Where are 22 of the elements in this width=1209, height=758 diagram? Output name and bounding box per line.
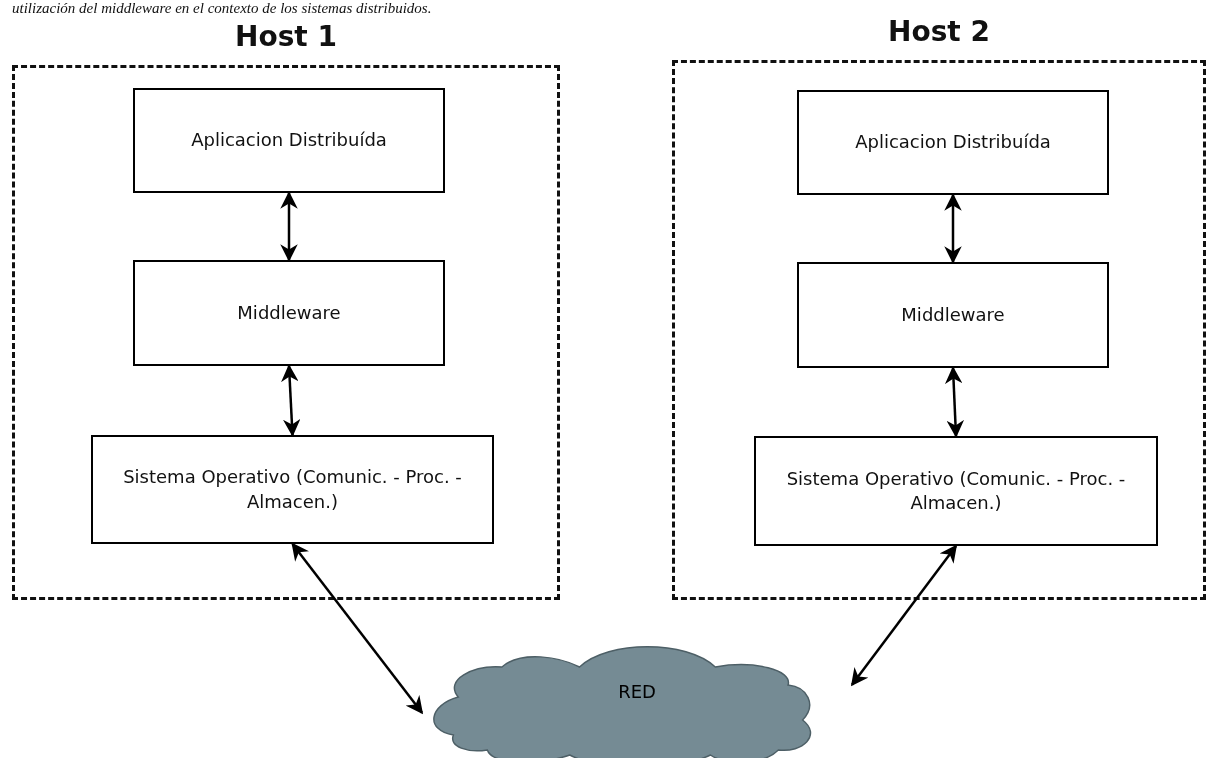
process-box bbox=[133, 260, 445, 366]
box-label: Aplicacion Distribuída bbox=[191, 128, 387, 153]
box-label: Middleware bbox=[237, 300, 341, 325]
box-label: Sistema Operativo (Comunic. - Proc. - Almacen.) bbox=[785, 466, 1127, 515]
process-box bbox=[133, 88, 445, 193]
caption: utilización del middleware en el contexto de los sistemas distribuidos. bbox=[12, 0, 432, 17]
host-title: Host 1 bbox=[234, 20, 338, 53]
process-box bbox=[797, 262, 1109, 368]
bidirectional-arrow bbox=[850, 544, 958, 687]
process-box bbox=[91, 435, 494, 544]
process-box bbox=[754, 436, 1158, 546]
box-label: Middleware bbox=[901, 302, 1005, 327]
bidirectional-arrow bbox=[280, 191, 298, 262]
box-label: Aplicacion Distribuída bbox=[855, 130, 1051, 155]
box-label: Sistema Operativo (Comunic. - Proc. - Almacen.) bbox=[122, 465, 463, 514]
bidirectional-arrow bbox=[944, 193, 962, 264]
bidirectional-arrow bbox=[944, 366, 965, 438]
process-box bbox=[797, 90, 1109, 195]
bidirectional-arrow bbox=[291, 542, 424, 715]
host-title: Host 2 bbox=[887, 15, 991, 48]
bidirectional-arrow bbox=[281, 364, 301, 437]
cloud-label: RED bbox=[618, 681, 656, 702]
